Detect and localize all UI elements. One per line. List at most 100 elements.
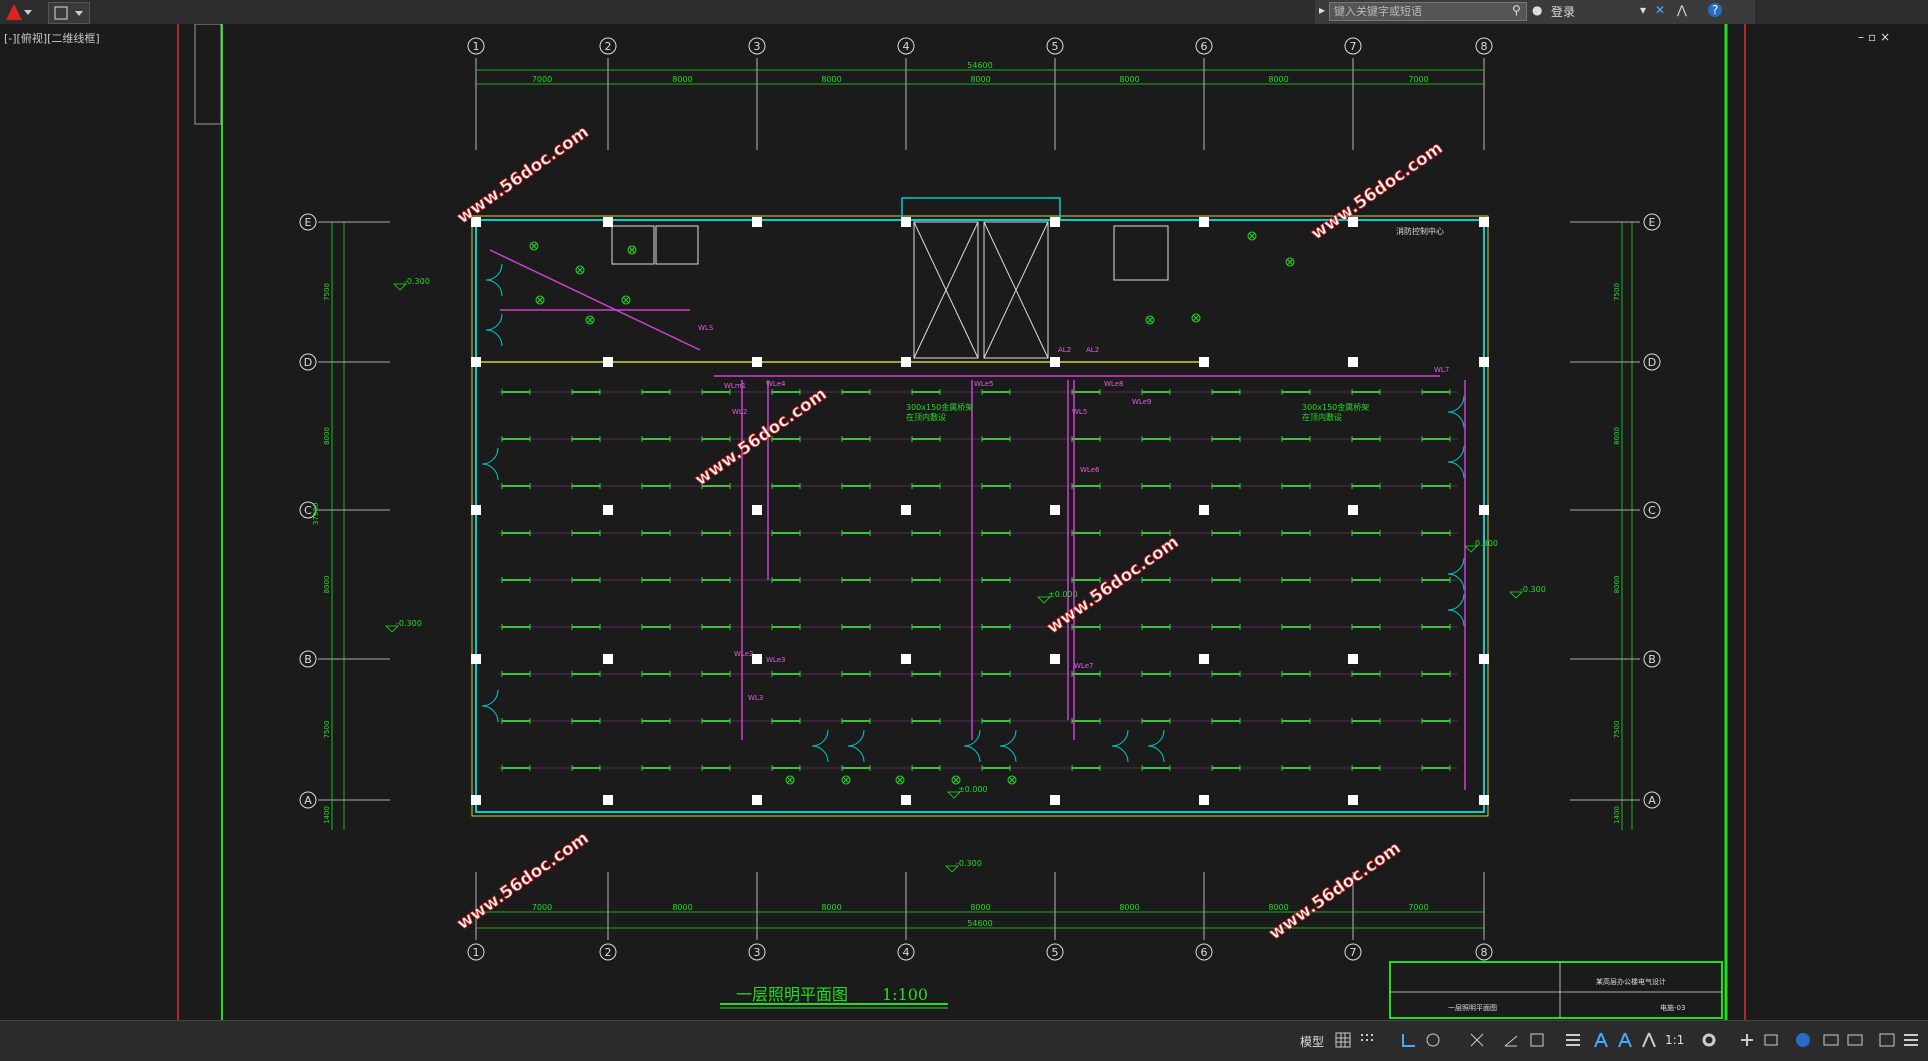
angle-icon[interactable] bbox=[1502, 1031, 1520, 1049]
annotation-scale-dropdown[interactable]: 1:1 bbox=[1665, 1033, 1685, 1047]
structural-column bbox=[901, 217, 911, 227]
door-swing bbox=[847, 745, 865, 763]
room-label-fire-control: 消防控制中心 bbox=[1396, 226, 1444, 236]
viewport-controls[interactable]: [-][俯视][二维线框] bbox=[4, 32, 100, 45]
ortho-icon[interactable] bbox=[1400, 1031, 1418, 1049]
snap-icon[interactable] bbox=[1358, 1031, 1376, 1049]
dimension-span: 8000 bbox=[672, 75, 692, 84]
ceiling-light bbox=[1247, 231, 1257, 241]
grid-bubble bbox=[299, 213, 317, 231]
shaft bbox=[1113, 225, 1169, 281]
structural-column bbox=[901, 795, 911, 805]
annotation-icon[interactable] bbox=[1592, 1031, 1610, 1049]
circuit-label: WLe2 bbox=[734, 650, 753, 658]
grid-bubble bbox=[299, 650, 317, 668]
dimension-side: 7500 bbox=[1613, 283, 1621, 301]
annotation-visibility-icon[interactable] bbox=[1616, 1031, 1634, 1049]
grid-row-label: D bbox=[304, 356, 312, 369]
grid-column-label: 1 bbox=[473, 40, 480, 53]
grid-column-label: 7 bbox=[1350, 946, 1357, 959]
fullscreen-icon[interactable] bbox=[1878, 1031, 1896, 1049]
grid-column-label: 2 bbox=[605, 946, 612, 959]
window-controls[interactable]: –▫× bbox=[1858, 30, 1895, 44]
elevator-2 bbox=[983, 221, 1049, 359]
dimension-span: 7000 bbox=[532, 903, 552, 912]
grid-column-label: 4 bbox=[903, 40, 910, 53]
grid-column-label: 5 bbox=[1052, 946, 1059, 959]
hardware-accel-icon[interactable] bbox=[1822, 1031, 1840, 1049]
osnap-icon[interactable] bbox=[1468, 1031, 1486, 1049]
search-input[interactable] bbox=[1329, 2, 1527, 21]
level-mark bbox=[1464, 545, 1478, 553]
structural-column bbox=[752, 795, 762, 805]
binding-margin-table bbox=[194, 24, 222, 125]
grid-bubble bbox=[599, 943, 617, 961]
a360-icon[interactable]: ⋀ bbox=[1677, 3, 1687, 17]
menu-icon[interactable] bbox=[1902, 1031, 1920, 1049]
structural-column bbox=[603, 217, 613, 227]
grid-bubble bbox=[299, 791, 317, 809]
grid-bubble bbox=[1643, 353, 1661, 371]
help-icon[interactable]: ? bbox=[1708, 3, 1723, 17]
circuit-wiring bbox=[489, 249, 1466, 790]
grid-column-label: 7 bbox=[1350, 40, 1357, 53]
polar-icon[interactable] bbox=[1424, 1031, 1442, 1049]
title-block-drawing-no: 电施-03 bbox=[1660, 1003, 1685, 1012]
app-menu-button[interactable] bbox=[2, 2, 42, 22]
structural-column bbox=[1199, 795, 1209, 805]
structural-column bbox=[1050, 795, 1060, 805]
gear-icon[interactable] bbox=[1700, 1031, 1718, 1049]
circuit-label: WLe6 bbox=[1080, 466, 1100, 474]
chevron-down-icon[interactable]: ▾ bbox=[1640, 3, 1647, 17]
grid-bubble bbox=[1046, 943, 1064, 961]
quick-access-toolbar[interactable] bbox=[48, 2, 90, 24]
circuit-label: WLe9 bbox=[1132, 398, 1151, 406]
dimension-span: 8000 bbox=[1119, 75, 1139, 84]
grid-column-label: 3 bbox=[754, 40, 761, 53]
circuit-label: WLe7 bbox=[1074, 662, 1093, 670]
dimension-span: 8000 bbox=[1268, 75, 1288, 84]
grid-column-label: 6 bbox=[1201, 40, 1208, 53]
shaft bbox=[655, 225, 699, 265]
door-swing bbox=[481, 463, 499, 481]
ceiling-light bbox=[1285, 257, 1295, 267]
binoculars-icon[interactable]: ⚲ bbox=[1512, 3, 1521, 17]
dimension-side-total: 37900 bbox=[312, 503, 320, 525]
structural-column bbox=[1348, 505, 1358, 515]
model-tab[interactable]: 模型 bbox=[1300, 1035, 1325, 1049]
circuit-label: WL3 bbox=[748, 694, 763, 702]
title-bar: ▸ ⚲ ● 登录 ▾ ✕ ⋀ ? bbox=[0, 0, 1928, 24]
grid-row-label: C bbox=[1648, 504, 1656, 517]
exchange-icon[interactable]: ✕ bbox=[1655, 3, 1666, 17]
clean-screen-icon[interactable] bbox=[1846, 1031, 1864, 1049]
dimension-overall: 54600 bbox=[967, 919, 992, 928]
plus-icon[interactable] bbox=[1738, 1031, 1756, 1049]
dimension-overall: 54600 bbox=[967, 61, 992, 70]
isolate-icon[interactable] bbox=[1794, 1031, 1812, 1049]
structural-column bbox=[1199, 357, 1209, 367]
door-swing bbox=[485, 279, 503, 297]
core-projection bbox=[901, 197, 1061, 221]
status-bar: 模型 1:1 bbox=[0, 1020, 1928, 1061]
tray-note-left: 300x150金属桥架在顶内敷设 bbox=[906, 402, 973, 422]
user-icon: ● bbox=[1532, 3, 1543, 17]
grid-row-label: C bbox=[304, 504, 312, 517]
autocad-logo-icon bbox=[6, 4, 22, 20]
workspace-icon[interactable] bbox=[1762, 1031, 1780, 1049]
grid-row-label: D bbox=[1648, 356, 1656, 369]
chevron-right-icon[interactable]: ▸ bbox=[1319, 3, 1326, 17]
dimension-span: 8000 bbox=[1119, 903, 1139, 912]
watermark-text: www.56doc.com bbox=[1043, 532, 1182, 638]
selection-icon[interactable] bbox=[1528, 1031, 1546, 1049]
grid-icon[interactable] bbox=[1334, 1031, 1352, 1049]
level-mark bbox=[947, 791, 961, 799]
structural-column bbox=[1479, 357, 1489, 367]
grid-bubble bbox=[467, 37, 485, 55]
grid-bubble bbox=[748, 37, 766, 55]
lineweight-icon[interactable] bbox=[1564, 1031, 1582, 1049]
grid-bubble bbox=[1195, 37, 1213, 55]
structural-column bbox=[752, 217, 762, 227]
auto-scale-icon[interactable] bbox=[1640, 1031, 1658, 1049]
signin-button[interactable]: 登录 bbox=[1551, 5, 1576, 19]
